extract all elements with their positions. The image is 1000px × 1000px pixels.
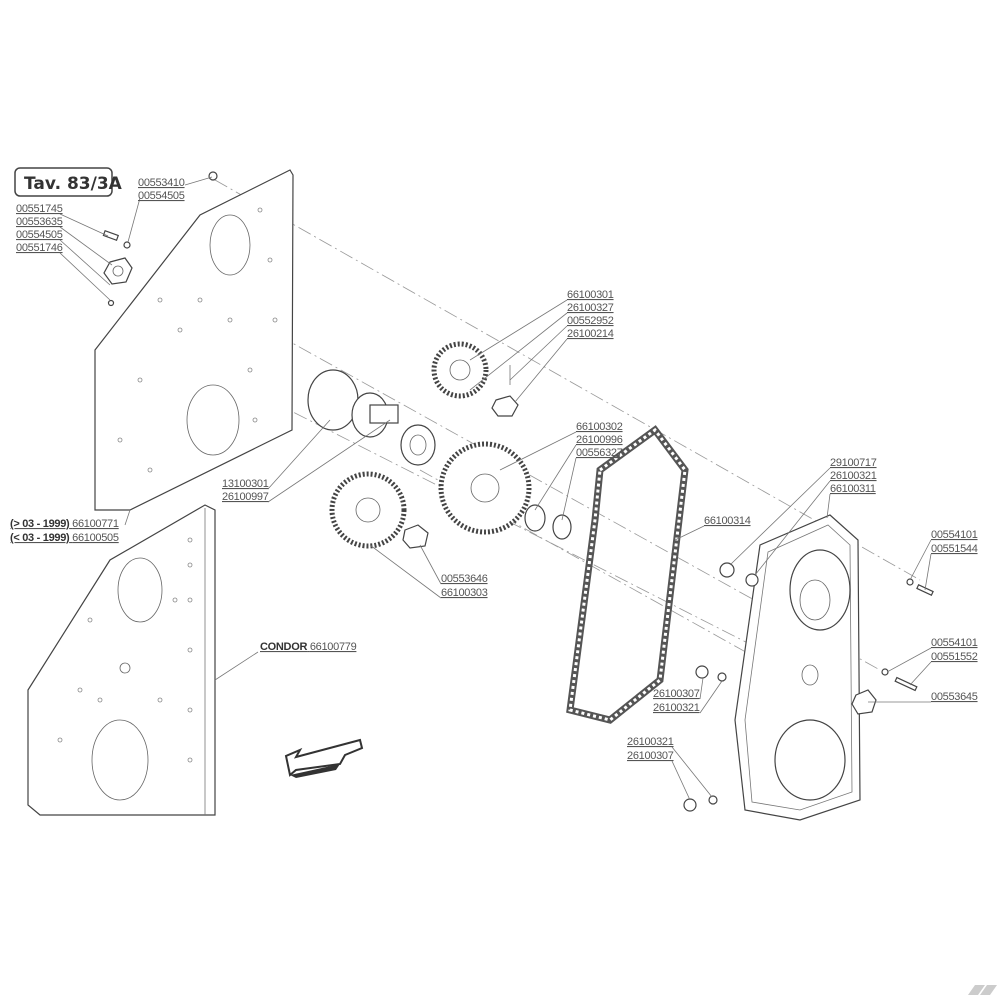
part-label: 66100311 [830,483,876,495]
model-label: CONDOR [260,641,307,653]
part-label: 26100321 [830,470,877,482]
part-label: 26100996 [576,434,623,446]
part-label: 66100303 [441,587,488,599]
part-label: 13100301 [222,478,269,490]
gears [329,341,572,549]
part-label: 66100505 [72,532,119,544]
part-label: 26100321 [627,736,674,748]
part-label: 26100307 [627,750,674,762]
part-label: 00553646 [441,573,488,585]
part-label: 26100214 [567,328,614,340]
table-title: Tav. 83/3A [24,174,123,194]
part-label: 00551746 [16,242,63,254]
part-label: 00552952 [567,315,614,327]
part-label: 00556327 [576,447,623,459]
part-label: 66100301 [567,289,614,301]
part-label: 26100997 [222,491,269,503]
part-label: 29100717 [830,457,877,469]
date-range-label: (> 03 - 1999) [10,518,70,530]
part-label: 00554101 [931,637,978,649]
part-label: 66100771 [72,518,119,530]
part-label: 00553645 [931,691,978,703]
table-title-box: Tav. 83/3A [14,167,123,197]
part-label: 66100779 [310,641,357,653]
part-label: 26100327 [567,302,614,314]
part-label: 00553410 [138,177,185,189]
svg-text:CONDOR 66100779: CONDOR 66100779 [260,641,357,653]
part-label: 00551552 [931,651,978,663]
upper-plate-66100771 [94,169,294,511]
part-label: 66100302 [576,421,623,433]
part-label: 00553635 [16,216,63,228]
date-range-label: (< 03 - 1999) [10,532,70,544]
gasket-66100314 [566,425,689,724]
part-label: 00554505 [138,190,185,202]
direction-arrow-icon [284,738,364,778]
svg-text:(< 03 - 1999) 66100505: (< 03 - 1999) 66100505 [10,532,119,544]
part-label: 00554505 [16,229,63,241]
part-label: 00554101 [931,529,978,541]
flange-hub-13100301 [307,369,436,466]
part-number-labels: 00553410 00554505 00551745 00553635 0055… [10,177,978,762]
part-label: 66100314 [704,515,751,527]
leader-lines [59,176,932,801]
part-label: 26100321 [653,702,700,714]
lower-plate-condor-66100779 [27,504,216,816]
part-label: 00551544 [931,543,978,555]
gearbox-cover-66100311 [683,514,934,821]
part-label: 26100307 [653,688,700,700]
svg-text:(> 03 - 1999) 66100771: (> 03 - 1999) 66100771 [10,518,119,530]
corner-logo-icon [968,985,997,995]
part-label: 00551745 [16,203,63,215]
